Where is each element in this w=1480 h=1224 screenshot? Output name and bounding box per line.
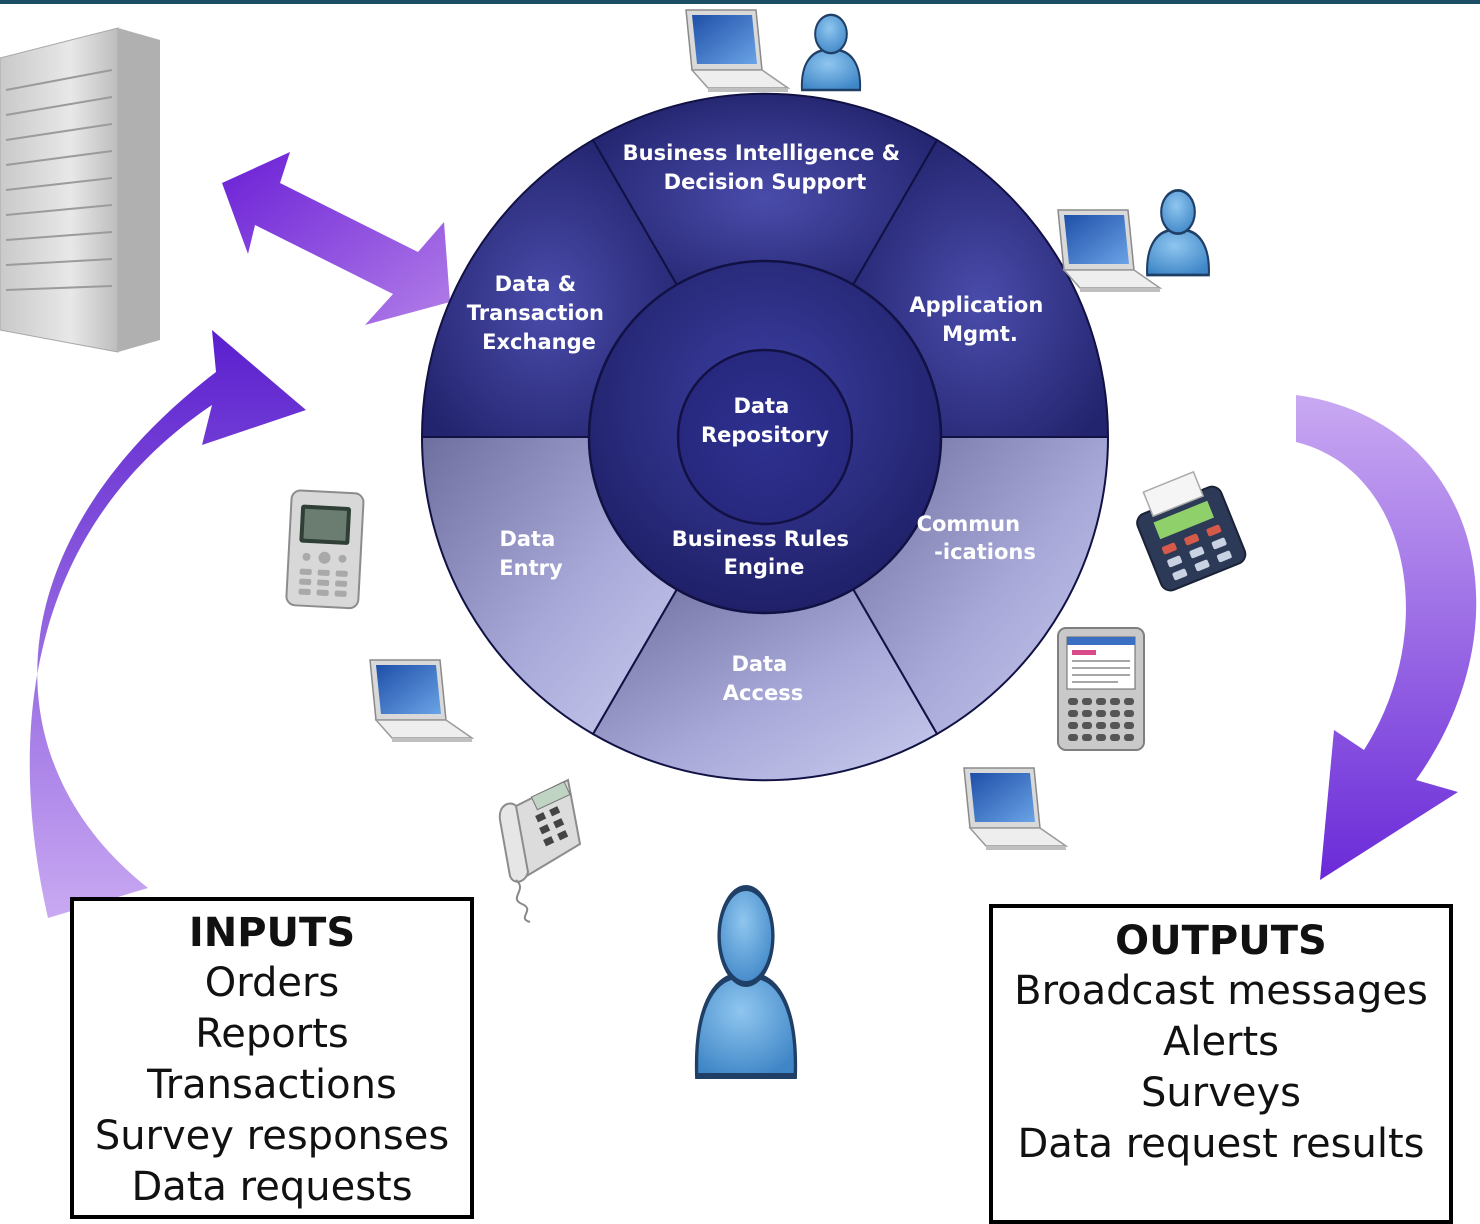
laptop-icon: [1057, 209, 1161, 293]
inputs-item: Transactions: [147, 1062, 397, 1108]
outputs-title: OUTPUTS: [1115, 918, 1327, 964]
smartphone-icon: [1057, 627, 1145, 751]
output-curved-arrow: [1296, 395, 1477, 880]
label-communications: Commun -ications: [917, 512, 1036, 564]
label-application-mgmt: Application Mgmt.: [909, 293, 1050, 346]
label-business-rules-engine: Business Rules Engine: [672, 527, 857, 579]
laptop-icon: [963, 767, 1067, 851]
server-icon: [0, 27, 160, 353]
outputs-item: Surveys: [1141, 1070, 1301, 1116]
label-business-intelligence: Business Intelligence & Decision Support: [623, 141, 908, 194]
wheel: Business Intelligence & Decision Support…: [420, 92, 1110, 782]
outputs-box: OUTPUTS Broadcast messages Alerts Survey…: [989, 904, 1453, 1224]
user-icon: [1145, 189, 1211, 277]
desk-phone-icon: [498, 778, 582, 923]
user-icon: [697, 888, 796, 1076]
laptop-icon: [369, 659, 473, 743]
inputs-box: INPUTS Orders Reports Transactions Surve…: [70, 897, 474, 1219]
outputs-item: Alerts: [1162, 1019, 1280, 1065]
inputs-item: Orders: [204, 960, 340, 1006]
inputs-title: INPUTS: [188, 910, 356, 956]
inputs-item: Data requests: [131, 1164, 413, 1210]
label-data-entry: Data Entry: [499, 527, 563, 580]
label-data-access: Data Access: [723, 652, 803, 705]
inputs-item: Reports: [195, 1011, 349, 1057]
user-icon: [800, 13, 862, 92]
outputs-item: Broadcast messages: [1014, 968, 1428, 1014]
top-border: [0, 0, 1480, 4]
exchange-double-arrow: [222, 152, 450, 325]
inputs-item: Survey responses: [94, 1113, 450, 1159]
card-terminal-icon: [1136, 470, 1247, 592]
mobile-phone-icon: [285, 489, 365, 610]
label-data-repository: Data Repository: [701, 394, 829, 447]
input-curved-arrow: [29, 330, 307, 918]
laptop-icon: [685, 9, 789, 93]
data-repository-core: [676, 348, 854, 526]
outputs-item: Data request results: [1017, 1121, 1425, 1167]
label-data-transaction-exchange: Data & Transaction Exchange: [467, 272, 612, 354]
